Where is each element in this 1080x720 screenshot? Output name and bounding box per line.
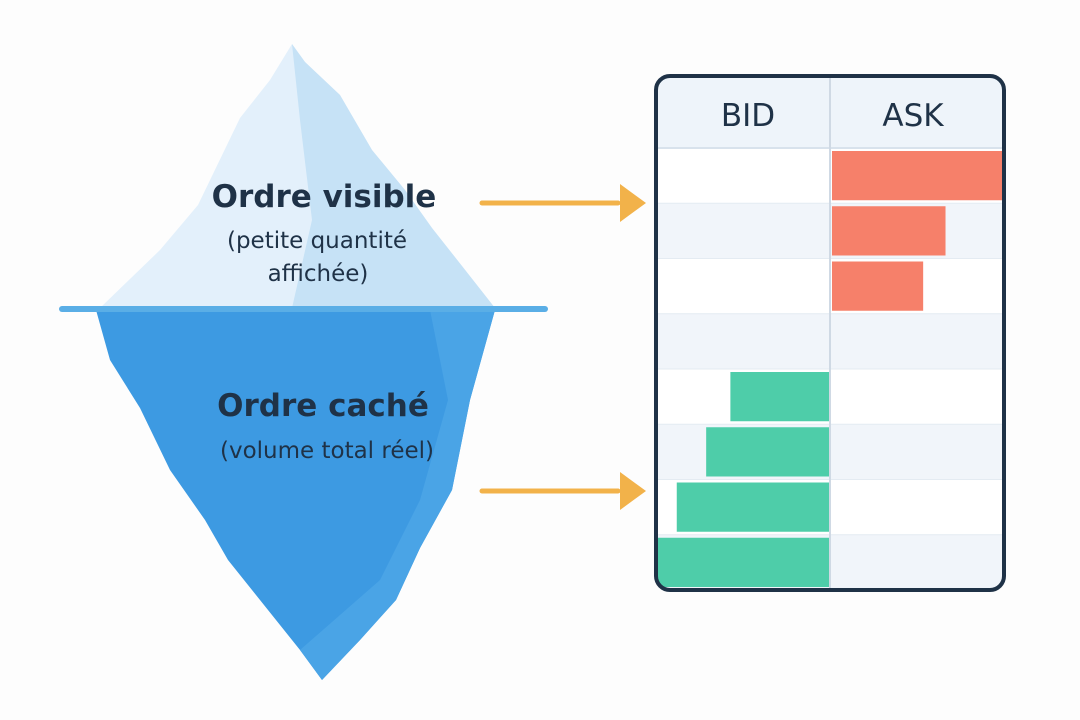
hidden-order-title: Ordre caché: [217, 388, 429, 424]
visible-order-subtitle-line1: (petite quantité: [227, 228, 407, 254]
iceberg-hidden-body-highlight: [300, 310, 495, 680]
ask-depth-bar: [832, 151, 1004, 201]
bid-depth-bar: [706, 427, 829, 477]
arrow-visible-to-book: [479, 184, 646, 222]
visible-order-title: Ordre visible: [212, 179, 437, 215]
iceberg-visible-tip-shade: [292, 44, 495, 308]
bid-header: BID: [721, 98, 775, 134]
bid-depth-bar: [656, 537, 829, 587]
ask-depth-bar: [832, 261, 924, 311]
ask-depth-bar: [832, 206, 946, 256]
bid-depth-bar: [730, 372, 829, 422]
ask-header: ASK: [882, 98, 944, 134]
hidden-order-subtitle: (volume total réel): [220, 438, 434, 464]
order-book: BID ASK: [654, 74, 1006, 592]
order-book-frame: [654, 74, 1006, 592]
iceberg: Ordre visible (petite quantité affichée)…: [59, 44, 548, 680]
order-book-bars: [656, 151, 1004, 587]
visible-order-subtitle-line2: affichée): [268, 261, 369, 287]
arrow-hidden-to-book: [479, 472, 646, 510]
bid-depth-bar: [676, 482, 829, 532]
